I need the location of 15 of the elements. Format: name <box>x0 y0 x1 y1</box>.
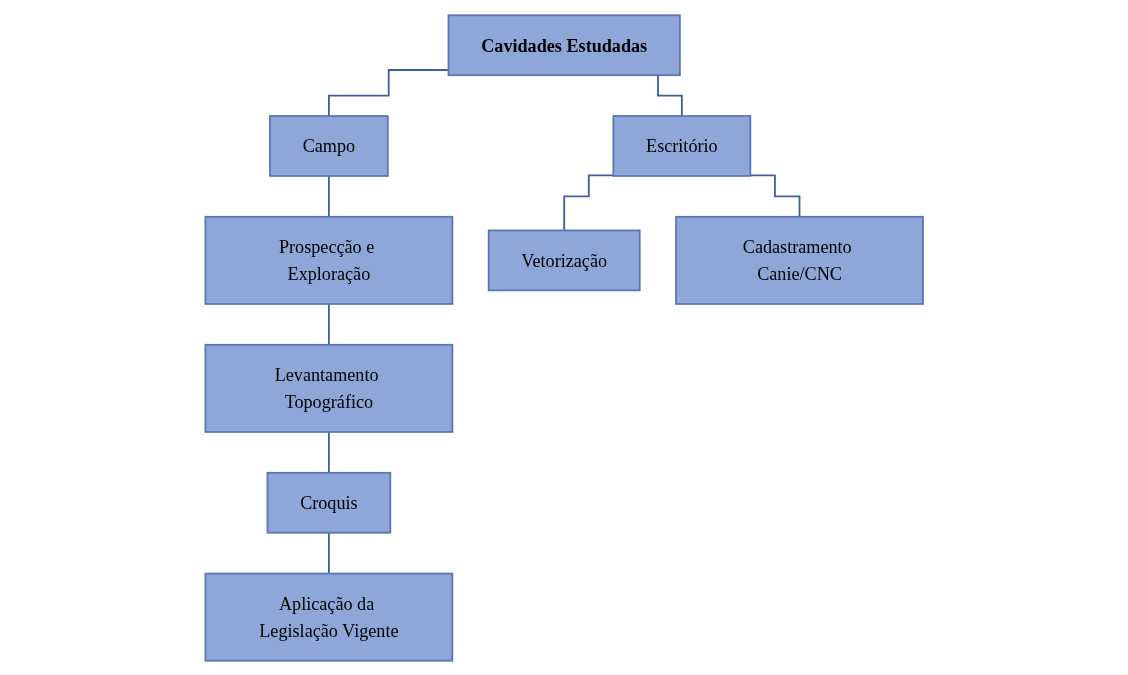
node-box: Vetorização <box>487 229 641 291</box>
node-box: Campo <box>268 114 389 177</box>
connector <box>749 173 801 218</box>
node-box: Levantamento Topográfico <box>204 343 454 433</box>
node-box: Cadastramento Canie/CNC <box>674 215 924 305</box>
node-box: Croquis <box>266 471 392 534</box>
node-box: Prospecção e Exploração <box>204 215 454 305</box>
node-box: Escritório <box>612 114 752 177</box>
connector <box>327 430 330 474</box>
connector <box>327 174 330 218</box>
connector <box>327 302 330 346</box>
node-box: Aplicação da Legislação Vigente <box>204 572 454 662</box>
connector <box>563 173 615 231</box>
node-box: Cavidades Estudadas <box>447 13 681 76</box>
connector <box>327 531 330 574</box>
